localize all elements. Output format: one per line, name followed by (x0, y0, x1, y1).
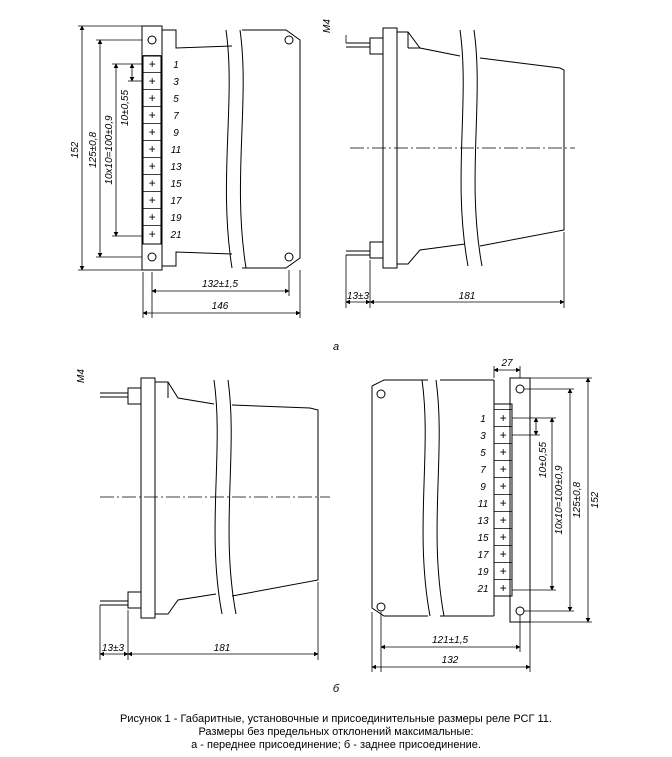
view-a-terminal-plus-icon: + (148, 227, 155, 241)
view-b-terminal-label: 15 (477, 533, 489, 544)
view-b-terminal-plus-icon: + (499, 428, 506, 442)
dim-offset-a: 13±3 (347, 291, 370, 302)
view-a-terminal-plus-icon: + (148, 193, 155, 207)
view-b-terminal-label: 21 (476, 584, 488, 595)
view-b-terminal-plus-icon: + (499, 479, 506, 493)
dim-thread-a: М4 (322, 19, 333, 33)
caption-line-1: Рисунок 1 - Габаритные, установочные и п… (120, 713, 552, 725)
dim-pitch-sum-b: 10х10=100±0,9 (554, 465, 565, 535)
view-a-terminal-strip: +1 +3 +5 +7 +9 +11 +13 +15 +17 +19 +21 (143, 55, 182, 241)
view-a-terminal-label: 17 (170, 196, 182, 207)
caption-line-2: Размеры без предельных отклонений максим… (198, 726, 474, 738)
view-b-terminal-plus-icon: + (499, 564, 506, 578)
view-b-terminal-plus-icon: + (499, 462, 506, 476)
mounting-hole (515, 606, 525, 616)
dim-width-mount-b: 121±1,5 (432, 635, 469, 646)
view-b-terminal-label: 5 (480, 448, 486, 459)
view-a-terminal-label: 7 (173, 111, 179, 122)
view-b-terminal-plus-icon: + (499, 547, 506, 561)
view-a-terminal-plus-icon: + (148, 74, 155, 88)
view-b-dimensions (371, 366, 592, 672)
view-a-terminal-label: 19 (170, 213, 182, 224)
dim-width-mount-a: 132±1,5 (202, 279, 239, 290)
view-a-terminal-plus-icon: + (148, 57, 155, 71)
view-b-terminal-plus-icon: + (499, 445, 506, 459)
view-a-terminal-plus-icon: + (148, 210, 155, 224)
view-b-side (100, 377, 330, 619)
dim-thread-b: М4 (76, 369, 87, 383)
view-b-terminal-label: 1 (480, 414, 486, 425)
view-a-dimensions (78, 25, 301, 318)
view-a-front (141, 25, 301, 271)
view-b-terminal-label: 19 (477, 567, 489, 578)
view-b-terminal-strip: +1 +3 +5 +7 +9 +11 +13 +15 +17 +19 +21 (476, 409, 512, 595)
technical-drawing: +1+3+5+7+9+11+13+15+17+19+21 152 125±0,8… (70, 19, 601, 695)
view-a-terminal-label: 15 (170, 179, 182, 190)
dim-depth-b: 181 (214, 643, 231, 654)
view-b-terminal-label: 7 (480, 465, 486, 476)
view-b-dimension-texts: 27 152 125±0,8 10х10=100±0,9 10±0,55 121… (333, 358, 601, 695)
dim-block-width-b: 27 (500, 358, 513, 369)
view-b-terminal-label: 9 (480, 482, 486, 493)
view-a-terminal-label: 21 (169, 230, 181, 241)
mounting-hole (515, 384, 525, 394)
dim-pitch-b: 10±0,55 (538, 442, 549, 479)
mounting-hole (147, 35, 157, 45)
view-b-terminal-plus-icon: + (499, 513, 506, 527)
view-b-terminal-plus-icon: + (499, 581, 506, 595)
view-b-side-texts: М4 13±3 181 (76, 369, 230, 654)
dim-offset-b: 13±3 (102, 643, 125, 654)
view-a-terminal-plus-icon: + (148, 91, 155, 105)
view-b-terminal-label: 11 (478, 499, 488, 510)
view-a-terminal-plus-icon: + (148, 176, 155, 190)
dim-pitch-sum-a: 10х10=100±0,9 (104, 115, 115, 185)
view-a-dimension-texts: 152 125±0,8 10х10=100±0,9 10±0,55 132±1,… (70, 90, 339, 353)
dim-width-total-b: 132 (442, 655, 459, 666)
view-b-terminal-label: 13 (477, 516, 489, 527)
mounting-hole (147, 252, 157, 262)
dim-height-mount-a: 125±0,8 (88, 132, 99, 169)
view-a-terminal-label: 9 (173, 128, 179, 139)
view-b-terminal-label: 3 (480, 431, 486, 442)
caption-line-3: а - переднее присоединение; б - заднее п… (191, 739, 481, 751)
dim-depth-a: 181 (459, 291, 476, 302)
view-a-side-texts: М4 13±3 181 (322, 19, 475, 302)
dim-pitch-a: 10±0,55 (120, 90, 131, 127)
view-b-terminal-plus-icon: + (499, 496, 506, 510)
view-b-terminal-label: 17 (477, 550, 489, 561)
view-b-terminal-plus-icon: + (499, 530, 506, 544)
view-b-side-dimensions (99, 582, 319, 660)
dim-height-mount-b: 125±0,8 (572, 482, 583, 519)
view-a-terminal-plus-icon: + (148, 125, 155, 139)
dim-height-total-a: 152 (70, 141, 81, 158)
view-a-side (346, 27, 575, 269)
view-a-terminal-label: 13 (170, 162, 182, 173)
view-a-label: а (333, 341, 339, 353)
view-b-terminal-plus-icon: + (499, 411, 506, 425)
dim-width-total-a: 146 (212, 301, 229, 312)
view-b-label: б (333, 683, 340, 695)
dim-height-total-b: 152 (590, 491, 601, 508)
view-a-terminal-label: 1 (173, 60, 179, 71)
view-a-terminal-label: 5 (173, 94, 179, 105)
view-a-terminal-label: 11 (171, 145, 181, 156)
view-a-side-dimensions (345, 35, 565, 308)
view-a-terminal-plus-icon: + (148, 108, 155, 122)
view-a-terminal-label: 3 (173, 77, 179, 88)
view-a-terminal-plus-icon: + (148, 142, 155, 156)
view-a-terminal-plus-icon: + (148, 159, 155, 173)
